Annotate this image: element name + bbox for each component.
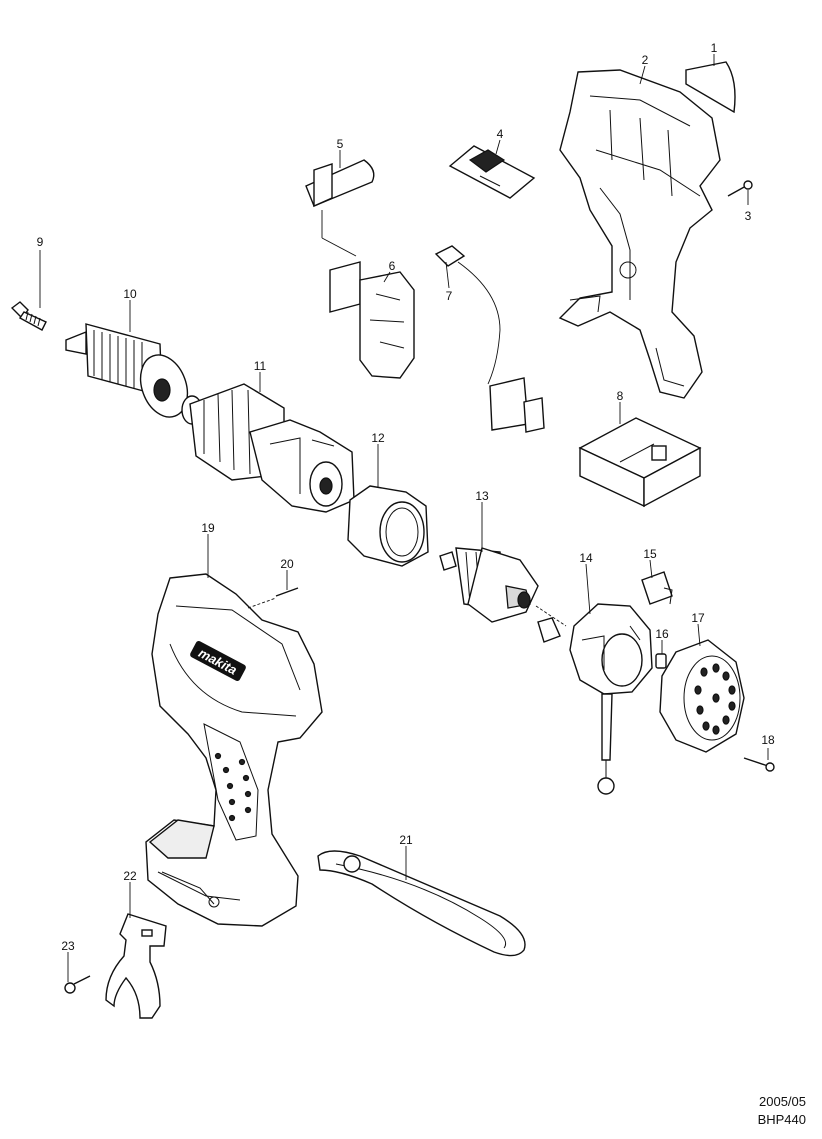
part-3-screw[interactable] [727,180,753,197]
part-5-lock-button[interactable] [305,159,375,257]
part-label-6: 6 [389,259,396,273]
part-label-23: 23 [61,939,75,953]
part-label-5: 5 [337,137,344,151]
part-label-12: 12 [371,431,385,445]
part-12-ring[interactable] [347,485,429,567]
part-13-armature[interactable] [439,547,567,627]
part-label-13: 13 [475,489,489,503]
part-number-labels: 1 2 3 4 5 6 7 8 9 10 11 12 13 14 15 16 1… [37,41,775,953]
part-label-11: 11 [254,359,267,373]
part-19-housing-half-logo[interactable]: makita [145,573,323,927]
part-2-housing-half[interactable] [558,69,721,399]
part-22-hook[interactable] [105,913,167,1019]
part-9-screw[interactable] [10,301,47,331]
part-8-controller[interactable] [578,417,702,508]
part-10-keyless-chuck[interactable] [65,323,196,424]
part-6-switch[interactable] [329,261,415,379]
leader-lines [39,54,769,982]
footer-model-number: BHP440 [758,1112,806,1127]
part-label-17: 17 [691,611,705,625]
part-18-screw[interactable] [743,757,775,772]
part-1-label-plate[interactable] [685,61,736,114]
part-label-19: 19 [201,521,215,535]
part-label-3: 3 [745,209,752,223]
part-15-brush[interactable] [641,571,673,605]
part-11-gear-assembly[interactable] [181,383,355,513]
part-4-switch-lever[interactable] [448,145,536,199]
part-label-14: 14 [579,551,593,565]
part-16-small-part[interactable] [655,653,667,669]
part-label-22: 22 [123,869,137,883]
part-label-9: 9 [37,235,44,249]
part-label-8: 8 [617,389,624,403]
part-17-rear-cover[interactable] [659,639,745,753]
part-14-brush-holder[interactable] [537,603,653,795]
part-label-1: 1 [711,41,718,55]
part-label-2: 2 [642,53,649,67]
part-20-pin[interactable] [247,587,299,609]
part-7-led-wire[interactable] [434,245,545,433]
part-label-10: 10 [123,287,137,301]
part-23-screw[interactable] [64,975,91,994]
part-21-strap[interactable] [317,850,526,957]
part-label-15: 15 [643,547,657,561]
part-label-4: 4 [497,127,504,141]
part-label-21: 21 [399,833,413,847]
part-label-7: 7 [446,289,453,303]
part-label-18: 18 [761,733,775,747]
part-label-20: 20 [280,557,294,571]
footer-date: 2005/05 [759,1094,806,1109]
part-label-16: 16 [655,627,669,641]
